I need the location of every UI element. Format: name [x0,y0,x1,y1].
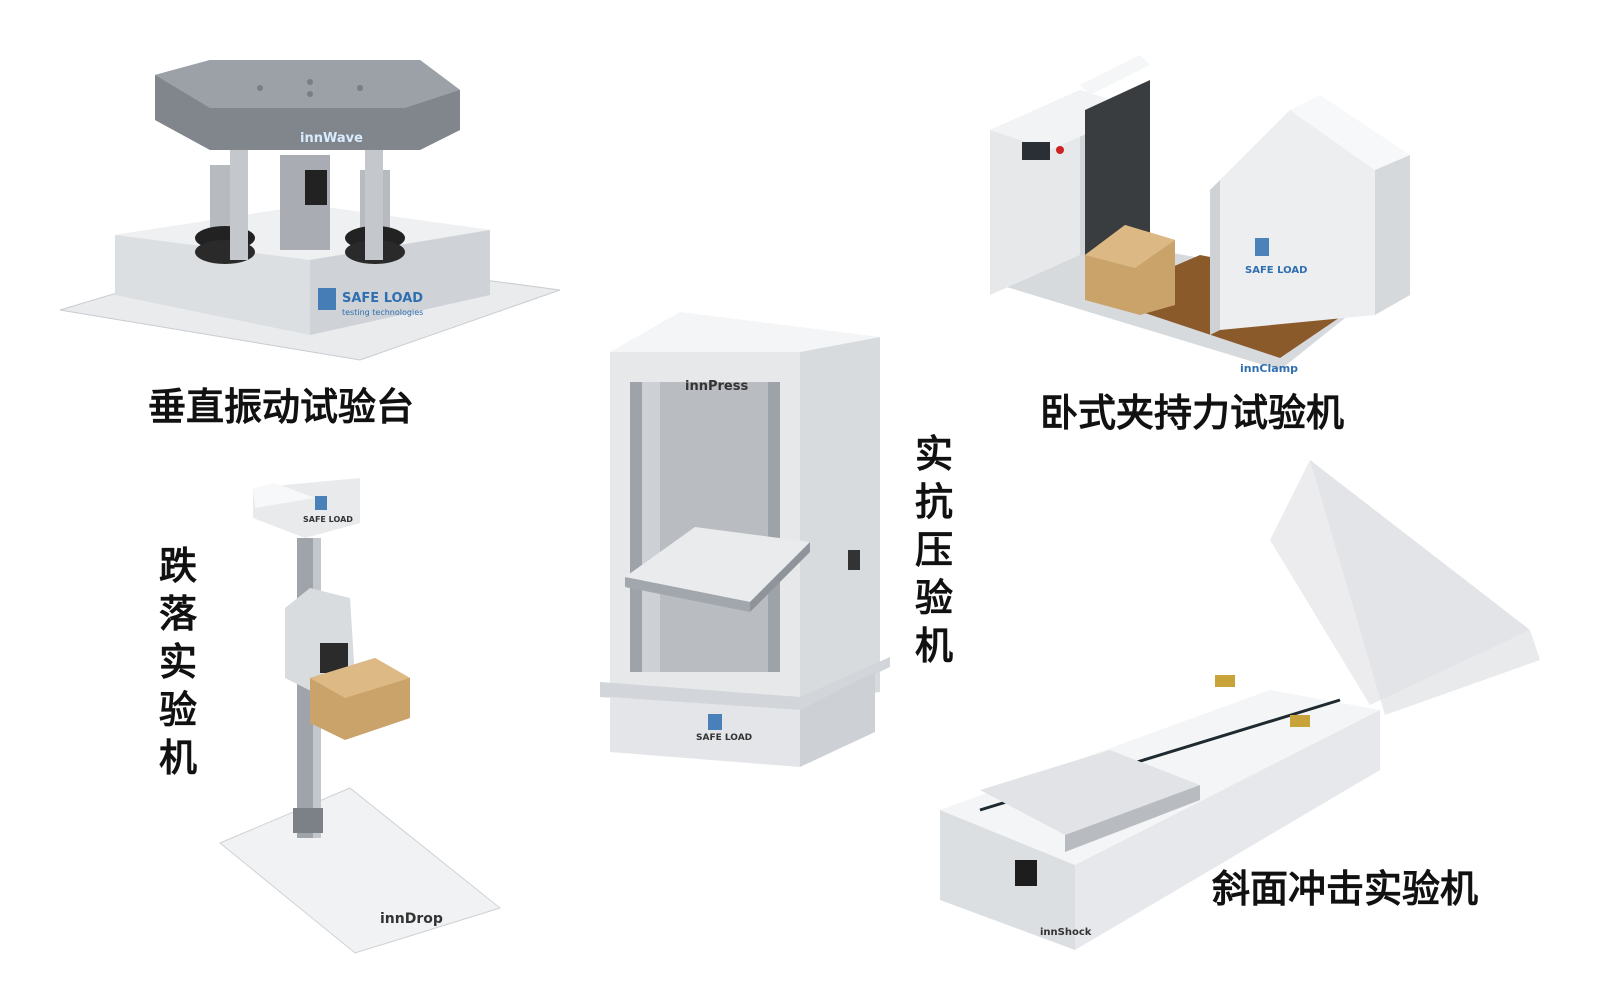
innpress-logo: innPress [685,379,748,394]
svg-text:SAFE LOAD: SAFE LOAD [303,515,353,524]
safe-load-logo: SAFE LOAD [1245,238,1307,276]
svg-text:testing technologies: testing technologies [342,308,423,317]
clamp-force-machine: SAFE LOAD innClamp [990,55,1410,375]
label-vertical-vibration: 垂直振动试验台 [148,385,415,429]
innshock-logo: innShock [1040,927,1092,938]
label-drop-test: 跌 落 实 验 机 [158,544,197,780]
inndrop-logo: innDrop [380,911,443,927]
svg-text:SAFE LOAD: SAFE LOAD [696,733,752,743]
label-compression: 实 抗 压 验 机 [914,432,953,668]
innwave-logo: innWave [300,131,363,146]
control-panel-icon [1015,860,1037,886]
label-clamp-force: 卧式夹持力试验机 [1040,391,1345,435]
svg-text:SAFE LOAD: SAFE LOAD [1245,265,1307,276]
innclamp-logo: innClamp [1240,362,1298,375]
safe-load-logo: SAFE LOAD [303,496,353,524]
drop-test-machine: SAFE LOAD innDrop [219,478,502,954]
control-screen [1022,142,1050,160]
safe-load-logo: SAFE LOAD testing technologies [318,288,423,317]
safe-load-logo: SAFE LOAD [696,714,752,743]
label-incline-impact: 斜面冲击实验机 [1212,867,1479,911]
svg-text:SAFE LOAD: SAFE LOAD [342,291,423,306]
compression-machine: innPress SAFE LOAD [600,312,890,767]
vertical-vibration-machine: innWave SAFE LOAD testing technologies [59,60,561,361]
incline-impact-machine: innShock [940,460,1540,950]
